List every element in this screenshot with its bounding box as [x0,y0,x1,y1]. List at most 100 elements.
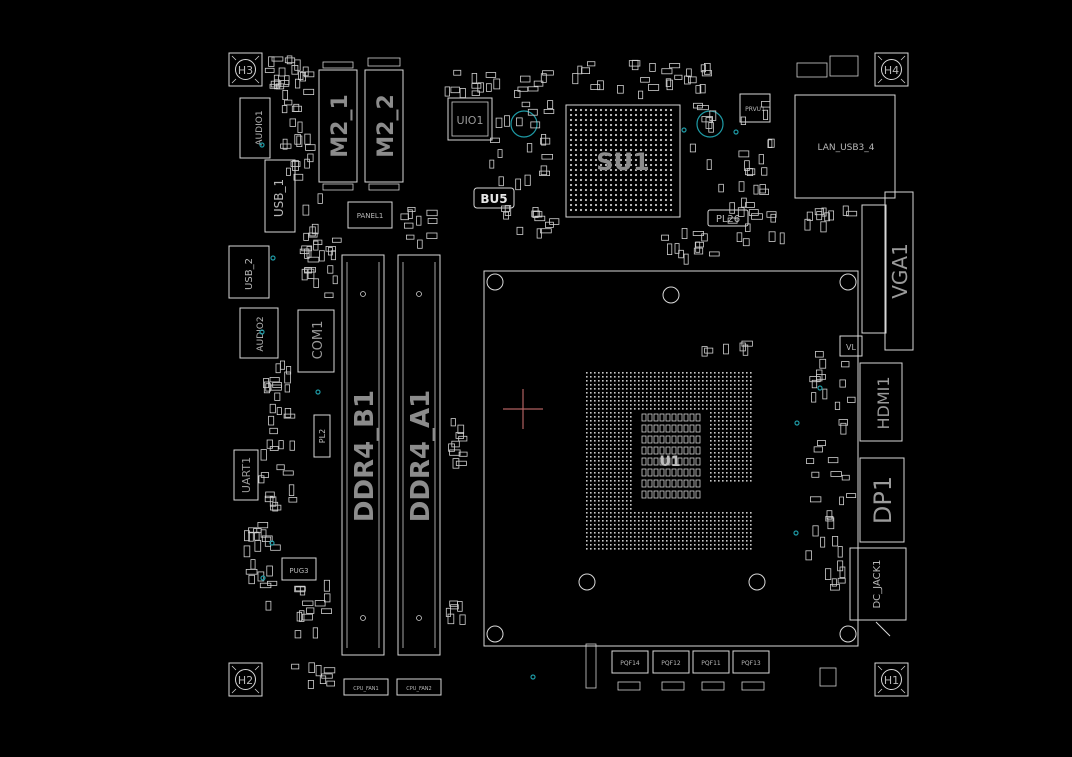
lga-pin [590,396,592,398]
smd-part [741,340,753,347]
lga-pin [658,376,660,378]
lga-pin [730,532,732,534]
lga-pin [746,376,748,378]
lga-pin [742,480,744,482]
lga-pin [602,400,604,402]
smd-part [834,401,841,410]
mounting-label-h4: H4 [884,64,899,77]
smd-part [326,680,335,687]
lga-pin [690,516,692,518]
smd-part [718,183,724,193]
lga-pin [630,508,632,510]
lga-pin [658,372,660,374]
lga-pin [594,376,596,378]
lga-pin [614,472,616,474]
bga-ball [629,123,633,127]
lga-pin [590,444,592,446]
lga-pin [650,524,652,526]
smd-part [838,419,849,426]
bga-ball [669,183,673,187]
bga-ball [574,183,578,187]
bga-ball [604,208,608,212]
smd-part [284,99,293,106]
lga-pin [674,536,676,538]
lga-pin [650,372,652,374]
lga-pin [726,544,728,546]
lga-pin [594,460,596,462]
smd-part [770,213,777,223]
smd-part [459,88,466,99]
bga-ball [644,173,648,177]
lga-pin [718,440,720,442]
lga-pin [642,380,644,382]
lga-pin [630,548,632,550]
bga-ball [664,118,668,122]
smd-part [315,665,322,677]
bga-ball [634,108,638,112]
lga-pin [734,432,736,434]
bga-ball [604,168,608,172]
bga-ball [619,138,623,142]
dp-label: DP1 [869,476,897,524]
smd-part [533,80,544,87]
smd-part [304,71,315,78]
lga-pin [602,472,604,474]
lga-pin [730,452,732,454]
bga-ball [614,138,618,142]
bga-ball [569,138,573,142]
lga-pin [662,404,664,406]
lga-pin [638,548,640,550]
lga-pin [706,404,708,406]
lga-pin [722,512,724,514]
lga-pin [618,528,620,530]
lga-pin [698,536,700,538]
lga-pin [610,440,612,442]
lga-pin [586,408,588,410]
lga-pin [734,376,736,378]
bga-ball [574,163,578,167]
smd-part [542,70,554,76]
bga-ball [624,153,628,157]
bga-ball [574,123,578,127]
bga-ball [659,208,663,212]
lga-pin [606,456,608,458]
lga-pin [718,536,720,538]
bga-ball [614,118,618,122]
bga-ball [629,198,633,202]
lga-pin [602,480,604,482]
lga-pin [678,544,680,546]
lga-pin [634,400,636,402]
smd-part [839,496,844,506]
center-pad [671,424,677,433]
pqf12-label: PQF12 [661,660,681,667]
lga-pin [602,492,604,494]
bga-ball [659,203,663,207]
bus-label: BU5 [480,192,507,206]
lga-pin [686,536,688,538]
bga-ball [669,143,673,147]
smd-part [816,211,823,221]
bga-ball [659,173,663,177]
smd-part [471,83,482,89]
lga-pin [638,532,640,534]
lga-pin [606,412,608,414]
center-pad [695,468,701,477]
bga-ball [589,183,593,187]
bga-ball [614,173,618,177]
lga-pin [590,464,592,466]
lga-pin [694,516,696,518]
lga-pin [594,416,596,418]
center-pad [659,468,665,477]
lga-pin [710,532,712,534]
lga-pin [646,512,648,514]
lga-pin [694,380,696,382]
smd-part [283,413,296,419]
smd-part [458,451,468,457]
smd-part [325,245,336,252]
lga-pin [586,396,588,398]
lga-pin [694,372,696,374]
lga-pin [714,532,716,534]
lga-pin [722,392,724,394]
lga-pin [746,468,748,470]
lga-pin [634,392,636,394]
